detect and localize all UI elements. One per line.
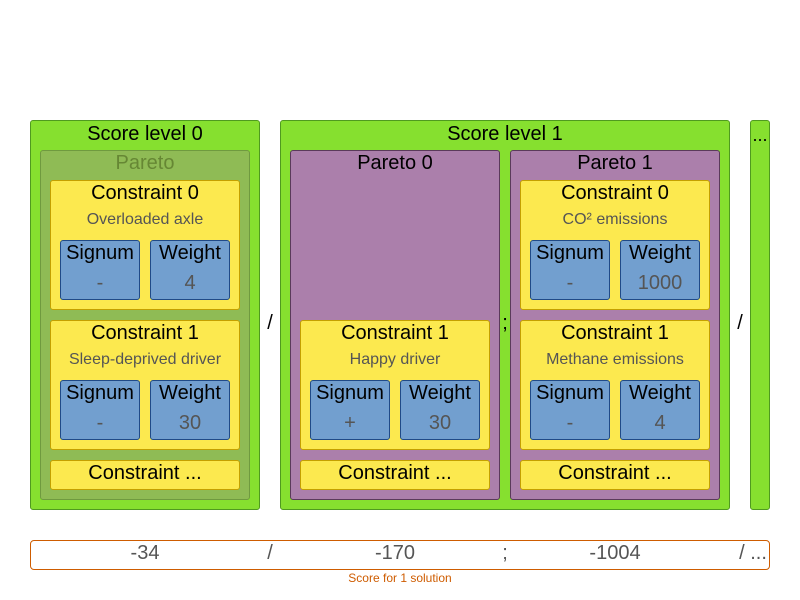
constraint-name: Sleep-deprived driver: [68, 351, 222, 368]
score-level-1-title: Score level 1: [447, 123, 563, 145]
constraint-name: CO² emissions: [562, 211, 668, 228]
weight-label: Weight: [409, 382, 471, 404]
score-bar: [30, 540, 770, 570]
constraint-more-label: Constraint ...: [88, 462, 202, 484]
weight-label: Weight: [629, 242, 691, 264]
weight-field: Weight 30: [400, 380, 480, 440]
constraint-name: Happy driver: [349, 351, 441, 368]
signum-label: Signum: [316, 382, 384, 404]
constraint-more-label: Constraint ...: [338, 462, 452, 484]
pareto-0-title: Pareto 0: [357, 152, 433, 174]
separator-semicolon: ;: [502, 312, 508, 334]
signum-value: -: [566, 272, 574, 294]
signum-value: -: [96, 272, 104, 294]
weight-label: Weight: [159, 242, 221, 264]
weight-value: 4: [184, 272, 196, 294]
constraint-1-methane-emissions: Constraint 1 Methane emissions Signum - …: [520, 320, 710, 450]
constraint-more: Constraint ...: [300, 460, 490, 490]
signum-value: +: [344, 412, 356, 434]
weight-field: Weight 4: [150, 240, 230, 300]
score-value-level-0: -34: [130, 542, 160, 564]
signum-label: Signum: [66, 242, 134, 264]
signum-label: Signum: [536, 242, 604, 264]
signum-value: -: [566, 412, 574, 434]
pareto-1-title: Pareto 1: [577, 152, 653, 174]
weight-label: Weight: [629, 382, 691, 404]
constraint-1-sleep-deprived-driver: Constraint 1 Sleep-deprived driver Signu…: [50, 320, 240, 450]
weight-value: 4: [654, 412, 666, 434]
weight-field: Weight 30: [150, 380, 230, 440]
constraint-more: Constraint ...: [50, 460, 240, 490]
constraint-1-happy-driver: Constraint 1 Happy driver Signum + Weigh…: [300, 320, 490, 450]
score-level-0-title: Score level 0: [87, 123, 203, 145]
constraint-0-co2-emissions: Constraint 0 CO² emissions Signum - Weig…: [520, 180, 710, 310]
score-separator-more: / ...: [739, 542, 767, 564]
weight-value: 30: [428, 412, 452, 434]
constraint-title: Constraint 0: [91, 182, 199, 204]
constraint-title: Constraint 0: [561, 182, 669, 204]
constraint-title: Constraint 1: [561, 322, 669, 344]
weight-value: 1000: [637, 272, 683, 294]
score-caption: Score for 1 solution: [348, 571, 452, 585]
constraint-name: Overloaded axle: [86, 211, 204, 228]
constraint-title: Constraint 1: [341, 322, 449, 344]
signum-field: Signum +: [310, 380, 390, 440]
pareto-title: Pareto: [115, 152, 175, 174]
signum-field: Signum -: [530, 240, 610, 300]
constraint-more: Constraint ...: [520, 460, 710, 490]
score-value-pareto-0: -170: [374, 542, 416, 564]
constraint-more-label: Constraint ...: [558, 462, 672, 484]
weight-field: Weight 4: [620, 380, 700, 440]
signum-field: Signum -: [530, 380, 610, 440]
signum-field: Signum -: [60, 240, 140, 300]
separator-slash: /: [737, 312, 743, 334]
separator-slash: /: [267, 312, 273, 334]
constraint-name: Methane emissions: [546, 351, 684, 368]
score-separator-slash: /: [267, 542, 273, 564]
score-separator-semicolon: ;: [502, 542, 508, 564]
weight-label: Weight: [159, 382, 221, 404]
score-level-more-label: ...: [752, 125, 768, 145]
weight-value: 30: [178, 412, 202, 434]
signum-field: Signum -: [60, 380, 140, 440]
signum-label: Signum: [66, 382, 134, 404]
constraint-0-overloaded-axle: Constraint 0 Overloaded axle Signum - We…: [50, 180, 240, 310]
signum-label: Signum: [536, 382, 604, 404]
weight-field: Weight 1000: [620, 240, 700, 300]
constraint-title: Constraint 1: [91, 322, 199, 344]
score-level-more: ...: [750, 120, 770, 510]
signum-value: -: [96, 412, 104, 434]
score-value-pareto-1: -1004: [589, 542, 641, 564]
